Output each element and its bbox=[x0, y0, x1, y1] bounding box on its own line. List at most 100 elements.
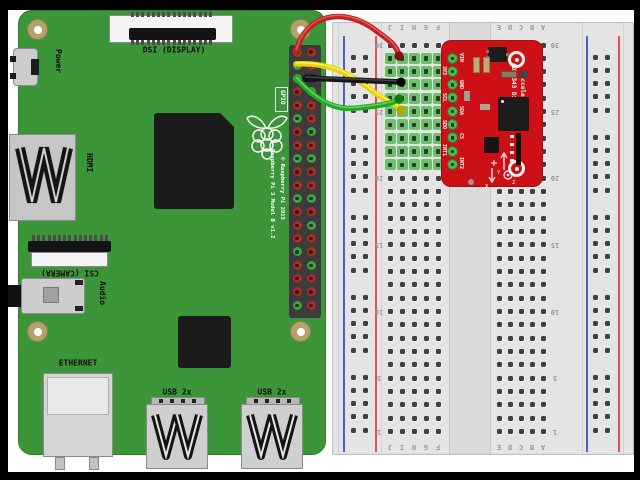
breadboard-hole bbox=[387, 309, 393, 315]
gpio-pin[interactable] bbox=[292, 100, 302, 110]
ic-pin1-dot bbox=[501, 100, 504, 103]
gpio-pin[interactable] bbox=[292, 60, 302, 70]
gpio-header[interactable] bbox=[289, 45, 321, 318]
gpio-pin[interactable] bbox=[306, 127, 316, 137]
gpio-pin[interactable] bbox=[306, 234, 316, 244]
breadboard-hole bbox=[518, 282, 524, 288]
raspberry-pi-board[interactable]: DSI (DISPLAY) Power HDMI CSI (CAMERA) Au… bbox=[5, 10, 326, 470]
breadboard-hole bbox=[507, 415, 513, 421]
gpio-pin[interactable] bbox=[292, 207, 302, 217]
acc-pin-scl[interactable] bbox=[446, 92, 458, 104]
gpio-pin[interactable] bbox=[306, 47, 316, 57]
column-letter: A bbox=[540, 23, 546, 31]
breadboard-hole-highlighted bbox=[408, 159, 420, 171]
gpio-pin[interactable] bbox=[292, 167, 302, 177]
gpio-pin[interactable] bbox=[292, 87, 302, 97]
gpio-pin[interactable] bbox=[306, 180, 316, 190]
gpio-pin[interactable] bbox=[306, 300, 316, 310]
gpio-pin[interactable] bbox=[292, 300, 302, 310]
breadboard-hole bbox=[435, 375, 441, 381]
column-letter: E bbox=[496, 23, 502, 31]
gpio-pin[interactable] bbox=[306, 154, 316, 164]
adxl343-accelerometer-board[interactable]: ADXL343 Digital Accelerometer VIN3V3GNDS… bbox=[441, 40, 543, 187]
gpio-pin[interactable] bbox=[306, 60, 316, 70]
gpio-pin[interactable] bbox=[292, 114, 302, 124]
column-letter: C bbox=[518, 23, 524, 31]
gpio-pin[interactable] bbox=[306, 167, 316, 177]
gpio-pin[interactable] bbox=[292, 287, 302, 297]
smd-capacitor bbox=[480, 104, 490, 110]
breadboard-hole bbox=[411, 349, 417, 355]
breadboard-hole-highlighted bbox=[384, 106, 396, 118]
gpio-pin[interactable] bbox=[306, 274, 316, 284]
acc-pin-sdo[interactable] bbox=[446, 119, 458, 130]
column-letter: C bbox=[518, 443, 524, 451]
acc-pin-sda[interactable] bbox=[446, 105, 458, 117]
gpio-pin[interactable] bbox=[292, 247, 302, 257]
breadboard-hole bbox=[496, 362, 502, 368]
gpio-pin[interactable] bbox=[306, 220, 316, 230]
breadboard-hole bbox=[496, 189, 502, 195]
breadboard-rail-hole bbox=[350, 401, 356, 407]
column-letter: I bbox=[399, 23, 405, 31]
breadboard-hole bbox=[423, 295, 429, 301]
gpio-pin[interactable] bbox=[306, 114, 316, 124]
breadboard-rail-hole bbox=[350, 294, 356, 300]
gpio-pin[interactable] bbox=[306, 194, 316, 204]
gpio-pin[interactable] bbox=[306, 287, 316, 297]
dsi-tooth bbox=[157, 40, 160, 45]
gpio-pin[interactable] bbox=[292, 180, 302, 190]
breadboard-hole-highlighted bbox=[420, 52, 432, 64]
ethernet-leg bbox=[89, 457, 99, 470]
gpio-pin[interactable] bbox=[292, 154, 302, 164]
gpio-pin[interactable] bbox=[306, 87, 316, 97]
acc-pin-int2[interactable] bbox=[446, 158, 458, 170]
dsi-tooth bbox=[136, 40, 140, 45]
dsi-tooth bbox=[151, 40, 155, 45]
breadboard-hole bbox=[411, 202, 417, 208]
breadboard-rail-hole bbox=[350, 414, 356, 420]
smd-pad bbox=[510, 151, 514, 154]
gpio-pin[interactable] bbox=[306, 100, 316, 110]
breadboard-hole-highlighted bbox=[432, 66, 444, 78]
breadboard-hole-highlighted bbox=[384, 66, 396, 78]
breadboard-rail-hole bbox=[350, 161, 356, 167]
gpio-pin[interactable] bbox=[292, 140, 302, 150]
breadboard-rail-hole bbox=[362, 107, 368, 113]
breadboard-hole bbox=[529, 269, 535, 275]
gpio-pin[interactable] bbox=[292, 220, 302, 230]
breadboard-hole bbox=[540, 69, 546, 75]
gpio-pin[interactable] bbox=[292, 74, 302, 84]
breadboard-hole bbox=[540, 242, 546, 248]
acc-pin-gnd[interactable] bbox=[446, 79, 458, 91]
breadboard-hole bbox=[496, 349, 502, 355]
breadboard-hole bbox=[435, 429, 441, 435]
gpio-pin[interactable] bbox=[306, 247, 316, 257]
gpio-pin[interactable] bbox=[306, 140, 316, 150]
gpio-pin[interactable] bbox=[292, 234, 302, 244]
acc-pin-3v3[interactable] bbox=[446, 65, 458, 77]
breadboard-rail-hole bbox=[592, 214, 598, 220]
gpio-pin[interactable] bbox=[292, 127, 302, 137]
dsi-tooth bbox=[177, 12, 181, 17]
gpio-pin[interactable] bbox=[292, 274, 302, 284]
dsi-tooth bbox=[193, 12, 197, 17]
breadboard-rail-hole bbox=[362, 241, 368, 247]
gpio-pin[interactable] bbox=[292, 47, 302, 57]
gpio-pin[interactable] bbox=[306, 207, 316, 217]
gpio-pin[interactable] bbox=[306, 260, 316, 270]
breadboard-hole bbox=[529, 362, 535, 368]
acc-pin-int1[interactable] bbox=[446, 145, 458, 157]
acc-pin-cs[interactable] bbox=[446, 132, 458, 144]
breadboard-hole bbox=[411, 242, 417, 248]
breadboard-rail-hole bbox=[362, 334, 368, 340]
breadboard-hole bbox=[518, 215, 524, 221]
acc-pin-vin[interactable] bbox=[446, 52, 458, 64]
breadboard-rail-hole bbox=[592, 94, 598, 100]
breadboard-hole-highlighted bbox=[384, 159, 396, 171]
breadboard-hole bbox=[507, 402, 513, 408]
gpio-pin[interactable] bbox=[292, 194, 302, 204]
breadboard-hole-highlighted bbox=[384, 79, 396, 91]
gpio-pin[interactable] bbox=[306, 74, 316, 84]
gpio-pin[interactable] bbox=[292, 260, 302, 270]
